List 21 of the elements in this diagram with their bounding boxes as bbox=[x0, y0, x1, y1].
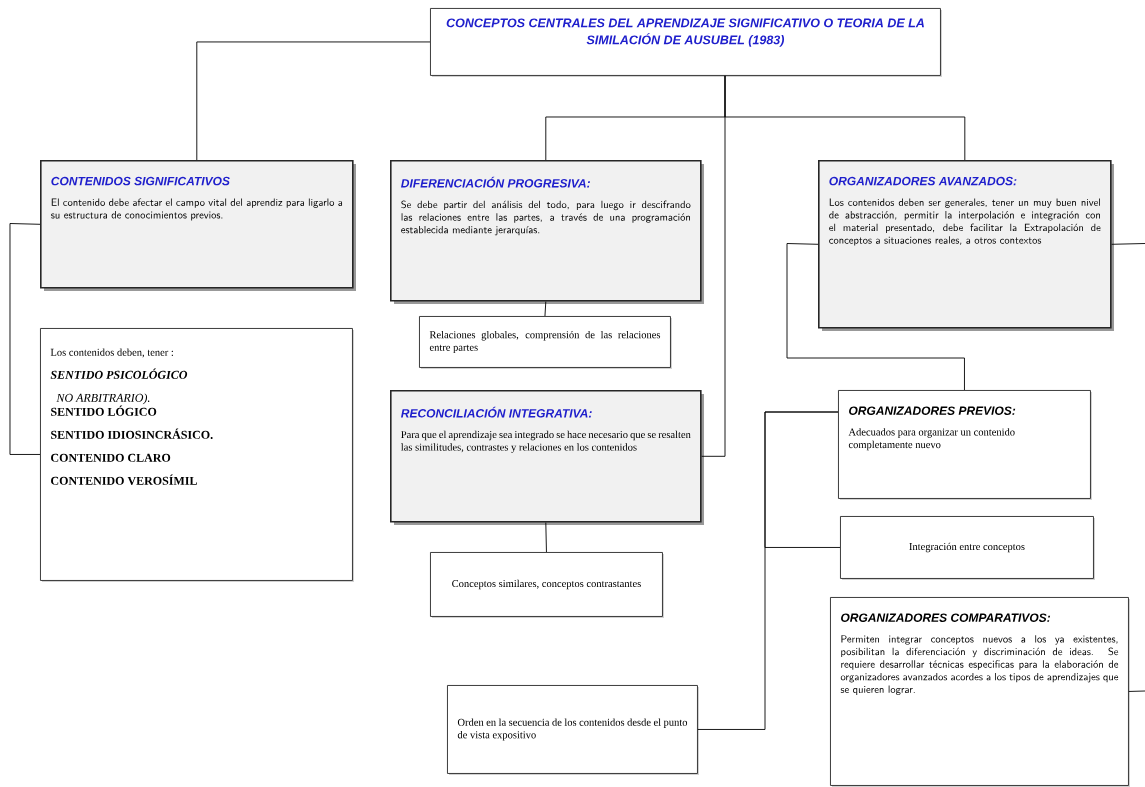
title-box: CONCEPTOS CENTRALES DEL APRENDIZAJE SIGNIFICATIVO O TEORIA DE LA SIMILACIÓN DE AUSUBEL (1983) bbox=[430, 8, 942, 77]
concept-box: ORGANIZADORES AVANZADOS: Los contenidos deben ser generales, tener un muy buen nivel de abstracción, permitir la interpolación e integración con el material presentado, debe facilitar la Extrapolación de conceptos a situaciones reales, a otros contextos bbox=[818, 160, 1114, 331]
note-box: Relaciones globales, comprensión de las relaciones entre partes bbox=[419, 316, 672, 369]
note-box: Integración entre conceptos bbox=[840, 516, 1095, 580]
connector-line bbox=[1111, 243, 1145, 245]
connector-line bbox=[1128, 690, 1145, 692]
list-box: Los contenidos deben, tener : SENTIDO PSICOLÓGICO NO ARBITRARIO). SENTIDO LÓGICO SENTIDO IDIOSINCRÁSICO. CONTENIDO CLARO CONTENIDO VEROSÍMIL bbox=[40, 328, 354, 582]
connector-line bbox=[545, 522, 547, 553]
connector-line bbox=[9, 223, 41, 455]
concept-box: ORGANIZADORES COMPARATIVOS: Permiten integrar conceptos nuevos a los ya existentes, posibilitan la diferenciación y discriminación de ideas. Se requiere desarrollar técnicas especificas para la elaboración de organizadores avanzados acordes a los tipos de aprendizajes que se quieren lograr. bbox=[830, 597, 1130, 787]
concept-box: ORGANIZADORES PREVIOS: Adecuados para organizar un contenido completamente nuevo bbox=[838, 390, 1092, 500]
concept-box: DIFERENCIACIÓN PROGRESIVA: Se debe partir del análisis del todo, para luego ir descifrando las relaciones entre las partes, a través de una programación establecida mediante jerarquías. bbox=[390, 160, 704, 304]
connector-line bbox=[697, 411, 839, 730]
connector-line bbox=[544, 301, 547, 317]
connector-line bbox=[196, 41, 431, 161]
connector-line bbox=[701, 75, 726, 457]
connector-line bbox=[786, 243, 965, 391]
note-box: Orden en la secuencia de los contenidos desde el punto de vista expositivo bbox=[447, 685, 699, 775]
concept-box: RECONCILIACIÓN INTEGRATIVA: Para que el aprendizaje sea integrado se hace necesario que se resalten las similitudes, contrastes y relaciones en los contenidos bbox=[390, 390, 704, 525]
concept-box: CONTENIDOS SIGNIFICATIVOS El contenido debe afectar el campo vital del aprendiz para ligarlo a su estructura de conocimientos previos. bbox=[40, 160, 356, 291]
note-box: Conceptos similares, conceptos contrastantes bbox=[430, 552, 664, 618]
